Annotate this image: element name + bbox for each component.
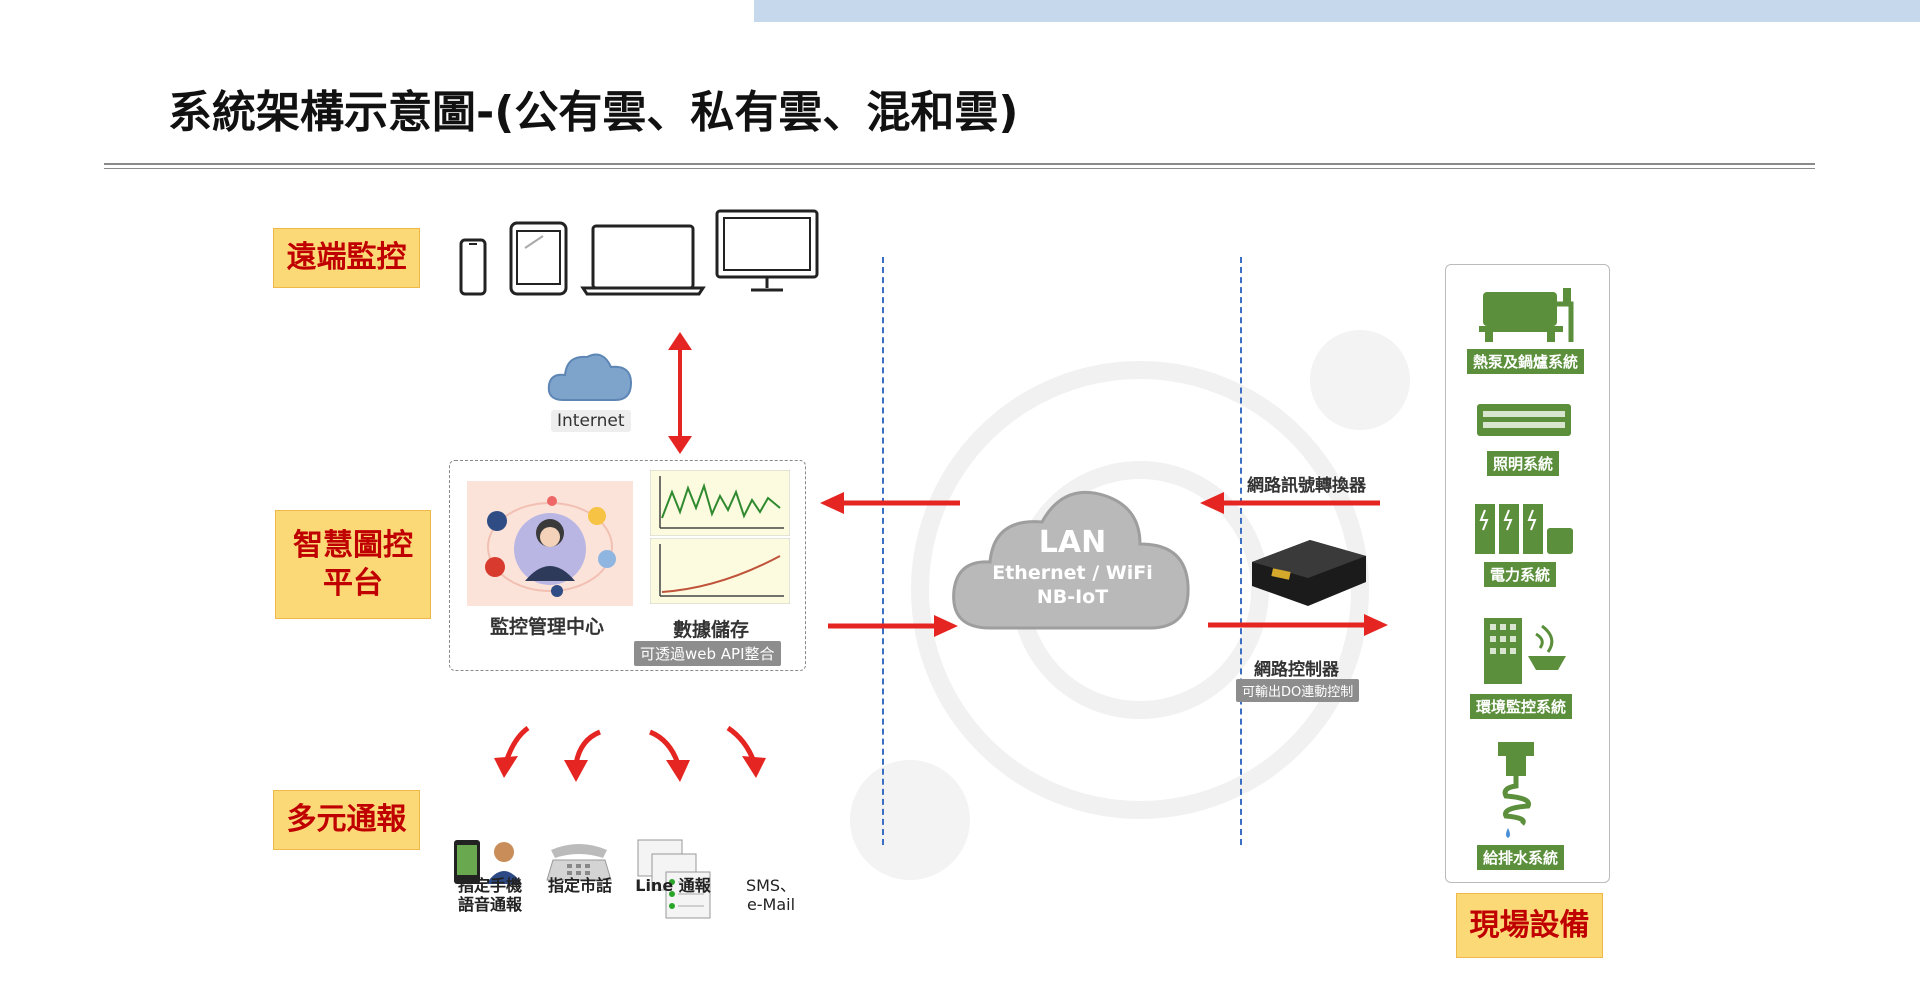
desktop-monitor-icon (715, 209, 819, 292)
landline-phone-icon (546, 844, 612, 881)
monitor-center-illustration (467, 481, 633, 606)
notify-sms-line1: SMS、 (745, 876, 797, 895)
lan-cloud-text: LAN Ethernet / WiFi NB-IoT (960, 525, 1185, 608)
arrow-platform-to-lan (828, 615, 958, 637)
lan-ethernet-wifi: Ethernet / WiFi (992, 562, 1153, 584)
equipment-label-water: 給排水系統 (1477, 845, 1565, 870)
section-smart-platform: 智慧圖控 平台 (275, 510, 431, 619)
title-divider-thin (104, 168, 1815, 169)
notification-arrows (494, 725, 766, 782)
notify-mobile-voice: 指定手機 語音通報 (448, 876, 532, 914)
water-icon (1498, 742, 1534, 838)
section-notification: 多元通報 (273, 790, 420, 850)
line-message-icon (637, 839, 711, 919)
internet-bidirectional-arrow (668, 332, 692, 454)
smart-platform-box (449, 460, 806, 671)
mobile-voice-icon (454, 840, 522, 884)
notify-mobile-line1: 指定手機 (457, 876, 522, 895)
controller-do-note: 可輸出DO連動控制 (1236, 679, 1360, 702)
equipment-label-power: 電力系統 (1484, 562, 1557, 587)
arrow-converter-to-lan (1200, 492, 1380, 514)
notify-landline: 指定市話 (547, 876, 612, 895)
power-icon (1475, 504, 1573, 554)
equipment-label-environment: 環境監控系統 (1470, 694, 1573, 719)
equipment-label-lighting: 照明系統 (1487, 451, 1560, 476)
notify-line: Line 通報 (635, 876, 711, 895)
title-divider (104, 163, 1815, 165)
section-field-equipment: 現場設備 (1456, 893, 1603, 958)
notify-mobile-line2: 語音通報 (457, 895, 522, 915)
notify-sms-line2: e-Mail (746, 895, 796, 915)
section-platform-line2: 平台 (323, 565, 383, 601)
lan-title: LAN (1038, 525, 1107, 560)
lan-cloud-icon (952, 490, 1190, 630)
arrow-lan-to-field (1208, 614, 1388, 636)
remote-devices (459, 209, 819, 296)
section-remote-monitoring: 遠端監控 (273, 228, 420, 288)
laptop-icon (580, 224, 706, 296)
environment-icon (1484, 618, 1566, 684)
page-title: 系統架構示意圖-(公有雲、私有雲、混和雲) (168, 87, 1019, 138)
api-integration-note: 可透過web API整合 (634, 641, 781, 666)
field-equipment-box (1445, 264, 1610, 883)
data-storage-label: 數據儲存 (673, 619, 750, 641)
lan-nbiot: NB-IoT (1036, 586, 1109, 608)
lighting-icon (1477, 404, 1571, 436)
line-chart-bottom-icon (650, 538, 790, 604)
equipment-label-heatpump: 熱泵及鍋爐系統 (1467, 349, 1585, 374)
arrow-lan-to-platform (820, 492, 960, 514)
separator-right (1240, 257, 1242, 845)
notify-sms-email: SMS、 e-Mail (736, 876, 806, 914)
tablet-icon (509, 221, 568, 296)
internet-cloud-icon (547, 353, 633, 401)
phone-icon (459, 238, 487, 296)
internet-label: Internet (551, 410, 631, 432)
network-converter-label: 網路訊號轉換器 (1247, 476, 1366, 496)
separator-left (882, 257, 884, 845)
monitor-center-label: 監控管理中心 (490, 616, 605, 638)
top-accent-bar (754, 0, 1920, 22)
boiler-icon (1479, 288, 1574, 342)
background-gear-decoration (850, 330, 1410, 880)
network-controller-device-icon (1252, 540, 1366, 606)
network-controller-label: 網路控制器 (1254, 660, 1339, 680)
line-chart-top-icon (650, 470, 790, 536)
section-platform-line1: 智慧圖控 (293, 528, 413, 563)
